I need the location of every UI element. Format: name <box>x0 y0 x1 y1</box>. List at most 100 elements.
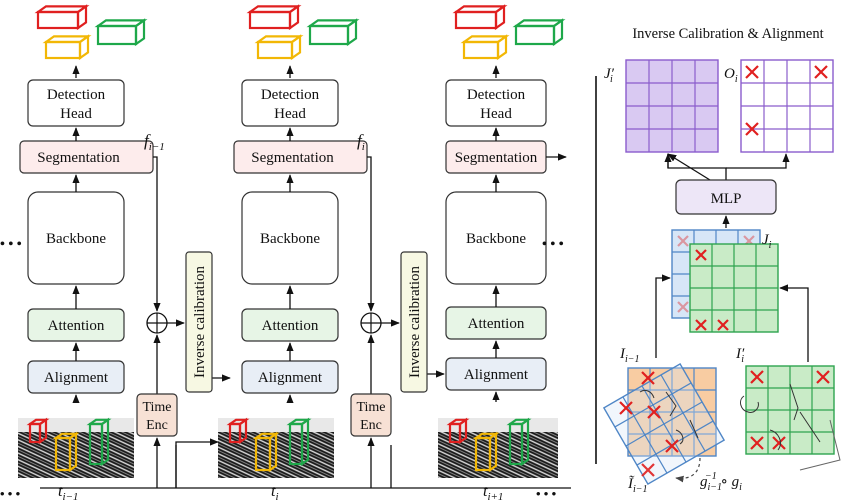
red-x-icon <box>695 249 707 261</box>
detection-boxes-2 <box>452 4 566 61</box>
box-red-icon <box>34 4 90 31</box>
svg-text:MLP: MLP <box>711 191 742 207</box>
transform-label: gi−1−1 ∘ gi <box>700 471 742 493</box>
grid-j-prime <box>625 59 719 153</box>
box-yellow-icon <box>472 431 500 473</box>
svg-text:Segmentation: Segmentation <box>455 150 538 166</box>
feature-label-cur: fi <box>357 131 365 153</box>
box-yellow-icon <box>252 431 280 473</box>
segmentation-block: Segmentation <box>445 140 547 174</box>
right-panel-title: Inverse Calibration & Alignment <box>632 26 823 42</box>
red-x-icon <box>641 463 655 477</box>
pipeline-column-0: DetectionHeadSegmentationBackboneAttenti… <box>18 65 154 478</box>
inverse-calibration-panel <box>602 59 841 486</box>
lidar-point-cloud-image <box>438 417 558 478</box>
red-x-icon <box>772 436 786 450</box>
red-x-icon <box>695 319 707 331</box>
feature-label-prev: fi−1 <box>144 131 165 153</box>
red-x-icon <box>745 122 759 136</box>
box-red-icon <box>26 417 50 445</box>
svg-text:Detection: Detection <box>467 87 526 103</box>
connector-seg1-to-fusion <box>153 156 161 312</box>
red-x-icon <box>647 405 661 419</box>
svg-text:Alignment: Alignment <box>258 370 323 386</box>
box-red-icon <box>246 4 302 31</box>
box-green-icon <box>506 417 532 467</box>
fusion-node-2 <box>360 312 382 334</box>
time-label-prev: ti−1 <box>58 483 78 502</box>
box-green-icon <box>306 18 360 47</box>
red-x-icon <box>745 65 759 79</box>
red-x-icon <box>677 235 689 247</box>
connector-seg2-to-fusion <box>367 156 375 312</box>
box-yellow-icon <box>42 34 92 61</box>
arrow-mlp-right-path <box>726 153 790 169</box>
backbone-block: Backbone <box>445 191 547 285</box>
red-x-icon <box>816 370 830 384</box>
detection-output-boxes <box>34 4 566 61</box>
svg-text:Enc: Enc <box>146 418 168 433</box>
svg-text:Time: Time <box>356 400 385 415</box>
arrow-mlp-to-jprime <box>667 153 711 181</box>
ellipsis-mid: • • • <box>542 237 564 252</box>
svg-text:Backbone: Backbone <box>46 231 106 247</box>
time-encoder-2: Time Enc <box>350 393 392 437</box>
red-x-icon <box>641 371 655 385</box>
red-x-icon <box>750 370 764 384</box>
box-yellow-icon <box>460 34 510 61</box>
red-x-icon <box>717 319 729 331</box>
svg-text:Alignment: Alignment <box>464 367 529 383</box>
mlp-box: MLP <box>675 179 777 215</box>
arrow-mlp-left-path <box>667 154 727 180</box>
grid-i-tilde-label: Ĩi−1 <box>627 475 648 495</box>
connector-time-branch <box>175 438 219 488</box>
scene-sketch <box>639 389 699 445</box>
attention-block: Attention <box>445 306 547 340</box>
time-label-cur: ti <box>271 483 279 502</box>
alignment-block: Alignment <box>241 360 339 394</box>
svg-text:Head: Head <box>480 106 512 122</box>
ellipsis-bottom-right: • • • <box>536 486 557 501</box>
lidar-point-cloud-image <box>18 417 134 478</box>
grid-j-label: Ji <box>762 232 772 251</box>
box-green-icon <box>286 417 312 467</box>
inverse-calibration-block-2: Inverse calibration <box>400 251 428 393</box>
red-x-icon <box>750 436 764 450</box>
box-green-icon <box>86 417 112 467</box>
svg-text:Attention: Attention <box>468 316 525 332</box>
fusion-node-1 <box>146 312 168 334</box>
time-label-next: ti+1 <box>483 483 503 502</box>
transform-arrow <box>675 457 701 483</box>
svg-text:Segmentation: Segmentation <box>37 150 120 166</box>
svg-text:Segmentation: Segmentation <box>251 150 334 166</box>
time-encoder-1: Time Enc <box>136 393 178 437</box>
backbone-block: Backbone <box>27 191 125 285</box>
detection-boxes-1 <box>246 4 360 61</box>
svg-text:Inverse calibration: Inverse calibration <box>192 265 208 378</box>
pipeline-column-1: DetectionHeadSegmentationBackboneAttenti… <box>218 65 368 478</box>
svg-text:Alignment: Alignment <box>44 370 109 386</box>
backbone-block: Backbone <box>241 191 339 285</box>
grid-i-prev-label: Ii−1 <box>619 346 640 365</box>
ellipsis-bottom-left: • • • <box>0 486 21 501</box>
pipeline-column-2: DetectionHeadSegmentationBackboneAttenti… <box>438 65 558 478</box>
arrow-iprev-to-j <box>655 274 671 358</box>
svg-text:Attention: Attention <box>48 318 105 334</box>
svg-text:Detection: Detection <box>261 87 320 103</box>
grid-i-prime-label: I′i <box>735 346 745 365</box>
ellipsis-left: • • • <box>0 237 22 252</box>
box-yellow-icon <box>254 34 304 61</box>
svg-text:Enc: Enc <box>360 418 382 433</box>
grid-o <box>740 59 834 153</box>
box-red-icon <box>446 417 470 445</box>
arrow-iprime-to-j <box>779 284 809 362</box>
grid-o-label: Oi <box>724 66 738 85</box>
attention-block: Attention <box>241 308 339 342</box>
box-green-icon <box>512 18 566 47</box>
red-x-icon <box>677 301 689 313</box>
svg-text:Attention: Attention <box>262 318 319 334</box>
